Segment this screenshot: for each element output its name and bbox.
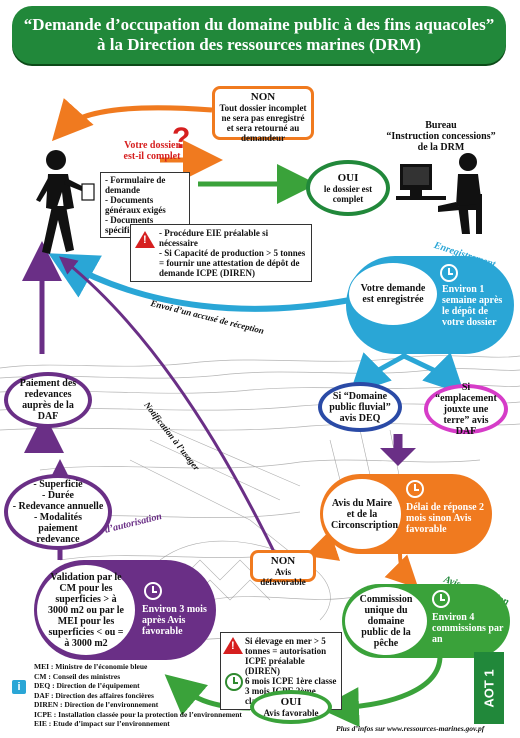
oui-favorable-text: Avis favorable [263,708,319,718]
fluvial-ellipse: Si “Domaine public fluvial” avis DEQ [318,382,402,432]
non-incomplete-text: Tout dossier incomplet ne sera pas enreg… [219,103,307,143]
maire-delay: Délai de réponse 2 mois sinon Avis favor… [406,502,485,535]
legend-item: MEI : Ministre de l’économie bleue [34,662,148,671]
warning-bottom-line-1: Si élevage en mer > 5 tonnes = autorisat… [245,636,327,676]
title-banner: “Demande d’occupation du domaine public … [12,6,506,64]
non-defavorable-title: NON [270,555,296,567]
complete-question: Votre dossier est-il complet [122,140,182,162]
redevances-ellipse: Paiement des redevances auprès de la DAF [4,372,92,428]
warning-top-box: ! - Procédure EIE préalable si nécessair… [130,224,312,282]
legend: MEI : Ministre de l’économie bleue CM : … [34,662,274,729]
legend-item: DIREN : Direction de l’environnement [34,700,159,709]
officer-at-computer-icon [396,153,482,234]
clock-icon [440,264,458,282]
legend-item: DAF : Direction des affaires foncières [34,690,154,700]
terre-text: Si “emplacement jouxte une terre” avis D… [435,381,497,437]
bureau-line-3: de la DRM [417,142,465,153]
info-icon: i [12,680,26,694]
oui-complete-text: le dossier est complet [323,184,373,204]
side-tag: AOT 1 [474,652,504,724]
bureau-label: Bureau “Instruction concessions” de la D… [386,120,496,153]
condition-item: - Durée [42,490,74,501]
legend-item: EIE : Etude d’impact sur l’environnement [34,719,170,728]
enregistrement-delay: Environ 1 semaine après le dépôt de votr… [442,284,503,328]
arrete-ellipse: Validation par le CM pour les superficie… [36,564,136,656]
enregistrement-text: Votre demande est enregistrée [360,283,426,305]
oui-favorable-ellipse: OUI Avis favorable [250,690,332,724]
condition-item: - Modalités paiement redevance [33,512,83,545]
warning-bottom-line-2: 6 mois ICPE 1ère classe [245,676,337,686]
question-line-2: est-il complet [123,151,181,162]
non-incomplete-title: NON [250,91,276,103]
dossier-item: - Formulaire de demande [105,175,166,195]
commission-text: Commission unique du domaine public de l… [359,593,413,649]
non-incomplete-box: NON Tout dossier incomplet ne sera pas e… [212,86,314,143]
warning-top-item: - Si Capacité de production > 5 tonnes =… [159,248,306,278]
clock-icon [144,582,162,600]
conditions-ellipse: - Superficie - Durée - Redevance annuell… [4,474,112,550]
redevances-text: Paiement des redevances auprès de la DAF [19,378,77,422]
condition-item: - Superficie [33,479,83,490]
warning-icon: ! [135,231,155,248]
side-tag-label: AOT 1 [481,668,497,708]
oui-favorable-title: OUI [280,696,302,708]
question-mark-icon: ? [172,122,191,155]
oui-complete-title: OUI [337,172,359,184]
oui-complete-ellipse: OUI le dossier est complet [306,160,390,216]
terre-ellipse: Si “emplacement jouxte une terre” avis D… [424,381,508,437]
arrete-text: Validation par le CM pour les superficie… [48,571,124,649]
clock-icon [406,480,424,498]
bureau-line-1: Bureau [425,120,457,131]
legend-item: CM : Conseil des ministres [34,671,121,681]
legend-item: ICPE : Installation classée pour la prot… [34,709,242,719]
arrete-delay: Environ 3 mois après Avis favorable [142,604,207,637]
clock-icon [432,590,450,608]
enregistrement-ellipse: Votre demande est enregistrée [348,262,438,326]
title-line-1: “Demande d’occupation du domaine public … [23,15,495,34]
dossier-item: - Documents généraux exigés [105,195,166,215]
commission-ellipse: Commission unique du domaine public de l… [344,586,428,656]
warning-icon: ! [223,637,243,654]
title-line-2: à la Direction des ressources marines (D… [97,35,421,54]
footer-text: Plus d’infos sur www.ressources-marines.… [336,724,485,733]
question-line-1: Votre dossier [124,140,180,151]
non-defavorable-box: NON Avis défavorable [250,550,316,587]
fluvial-text: Si “Domaine public fluvial” avis DEQ [329,390,391,424]
clock-icon [225,673,243,691]
legend-item: DEQ : Direction de l’équipement [34,681,140,690]
applicant-figure [36,150,95,254]
condition-item: - Redevance annuelle [12,501,104,512]
maire-ellipse: Avis du Maire et de la Circonscription [322,478,402,550]
commission-delay: Environ 4 commissions par an [432,612,504,645]
bureau-line-2: “Instruction concessions” [386,131,496,142]
maire-text: Avis du Maire et de la Circonscription [331,497,399,531]
non-defavorable-text: Avis défavorable [260,567,306,587]
warning-top-item: - Procédure EIE préalable si nécessaire [159,228,269,248]
